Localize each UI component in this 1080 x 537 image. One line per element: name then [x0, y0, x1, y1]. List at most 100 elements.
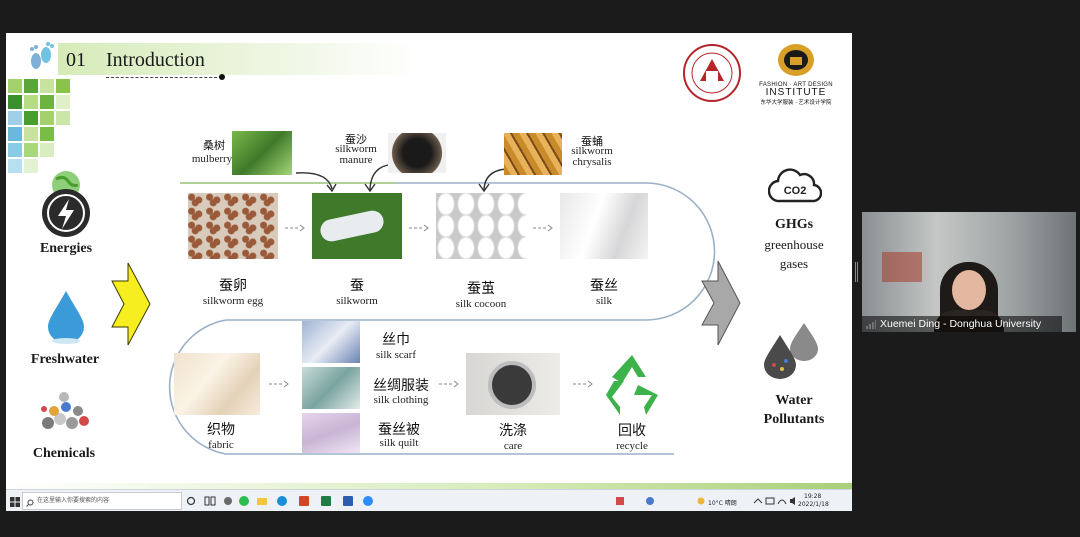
lightning-icon: [42, 189, 90, 237]
institute-line-1: FASHION · ART DESIGN: [759, 82, 833, 88]
source-manure-en-1: silkworm: [335, 143, 377, 155]
product-scarf-cn: 丝巾: [382, 332, 410, 348]
recycle-icon: [606, 355, 658, 415]
recycle-label-en: recycle: [616, 440, 648, 452]
polluted-water-drops-icon: [764, 323, 818, 379]
participant-face: [952, 270, 986, 310]
stage-label-silkworm-cn: 蚕: [350, 278, 364, 294]
clock-date[interactable]: 2022/1/18: [798, 501, 829, 508]
care-label-cn: 洗涤: [499, 423, 527, 439]
panel-resize-handle[interactable]: [855, 262, 858, 282]
input-arrow-icon: [111, 262, 151, 346]
product-clothing-en: silk clothing: [373, 394, 429, 406]
institute-emblem-icon: [778, 44, 814, 76]
source-chrysalis-en-1: silkworm: [571, 145, 613, 157]
system-tray-icons[interactable]: [752, 494, 798, 508]
silk-quilt-photo: [302, 413, 360, 453]
recycle-label-cn: 回收: [618, 423, 646, 439]
flow-arrow-icon: [533, 224, 553, 232]
output-arrow-icon: [701, 260, 741, 346]
co2-text: CO2: [784, 185, 807, 197]
care-label-en: care: [503, 440, 523, 452]
stage-label-egg-cn: 蚕卵: [219, 278, 247, 294]
slide-title: Introduction: [106, 49, 205, 71]
file-explorer-icon[interactable]: [256, 494, 268, 508]
windows-start-icon[interactable]: [10, 495, 20, 509]
powerpoint-icon[interactable]: [298, 494, 310, 508]
source-manure-en-2: manure: [339, 154, 373, 166]
video-background-object: [882, 252, 922, 282]
flow-arrow-icon: [285, 224, 305, 232]
silk-cocoon-photo: [436, 193, 526, 259]
flow-arrow-icon: [573, 380, 593, 388]
stage-label-silkworm-en: silkworm: [336, 295, 378, 307]
washing-machine-photo: [466, 353, 560, 415]
source-chrysalis-cn: 蚕蛹: [581, 135, 603, 148]
source-manure-cn: 蚕沙: [345, 133, 367, 146]
stage-label-silk-cn: 蚕丝: [590, 278, 618, 294]
cortana-icon[interactable]: [186, 494, 196, 508]
silkworm-chrysalis-photo: [504, 133, 562, 175]
wechat-icon[interactable]: [238, 494, 250, 508]
zoom-icon[interactable]: [362, 494, 374, 508]
stage-label-cocoon-en: silk cocoon: [455, 298, 507, 310]
participant-name: Xuemei Ding - Donghua University: [862, 316, 1062, 332]
silkworm-manure-photo: [388, 133, 446, 173]
silk-scarf-photo: [302, 321, 360, 363]
fashion-art-design-institute-logo: FASHION · ART DESIGN INSTITUTE 东华大学服装 · …: [751, 43, 841, 109]
output-ghg-title: GHGs: [774, 217, 814, 232]
input-label-chemicals: Chemicals: [32, 446, 96, 461]
process-flow-loop: [168, 164, 716, 455]
title-band: [58, 43, 418, 75]
output-water-line2: Pollutants: [763, 412, 825, 427]
silkworm-photo: [312, 193, 402, 259]
input-label-freshwater: Freshwater: [30, 352, 100, 367]
search-icon: [26, 499, 34, 507]
tray-app-icon[interactable]: [614, 494, 626, 508]
edge-browser-icon[interactable]: [276, 494, 288, 508]
slide-footer-band: [6, 483, 852, 489]
participant-video-tile[interactable]: Xuemei Ding - Donghua University: [862, 212, 1076, 332]
stage-label-silk-en: silk: [596, 295, 612, 307]
co2-cloud-icon: CO2: [768, 168, 822, 203]
tray-sync-icon[interactable]: [644, 494, 656, 508]
output-water-line1: Water: [775, 393, 813, 408]
product-scarf-en: silk scarf: [375, 349, 416, 361]
flow-arrow-icon: [409, 224, 429, 232]
input-label-energies: Energies: [39, 241, 93, 256]
product-clothing-cn: 丝绸服装: [373, 378, 429, 394]
excel-icon[interactable]: [320, 494, 332, 508]
mulberry-leaf-photo: [232, 131, 292, 175]
silk-photo: [560, 193, 648, 259]
footprint-logo-icon: [30, 42, 54, 69]
fabric-label-cn: 织物: [207, 422, 235, 438]
weather-text[interactable]: 10°C 晴朗: [708, 500, 737, 507]
chat-app-icon[interactable]: [222, 494, 234, 508]
windows-taskbar: 在这里输入你要搜索的内容 10°C 晴朗 19:28 2022/1/18: [6, 489, 852, 511]
source-mulberry-en: mulberry: [191, 153, 233, 165]
flow-arrow-icon: [439, 380, 459, 388]
institute-line-2: INSTITUTE: [765, 87, 827, 98]
silkworm-egg-photo: [188, 193, 278, 259]
fabric-label-en: fabric: [208, 439, 234, 451]
presentation-slide: 01 Introduction: [6, 33, 852, 489]
product-quilt-en: silk quilt: [379, 437, 419, 449]
institute-line-3: 东华大学服装 · 艺术设计学院: [760, 100, 832, 106]
clock-time[interactable]: 19:28: [804, 493, 822, 500]
output-ghg-line1: greenhouse: [764, 237, 824, 252]
stage-label-egg-en: silkworm egg: [202, 295, 264, 307]
title-dot: [219, 74, 225, 80]
flow-arrow-icon: [269, 380, 289, 388]
water-drop-icon: [48, 291, 84, 344]
slide-number: 01: [66, 49, 86, 71]
fabric-photo: [174, 353, 260, 415]
product-quilt-cn: 蚕丝被: [378, 422, 420, 438]
silk-clothing-photo: [302, 367, 360, 409]
taskbar-search-input[interactable]: 在这里输入你要搜索的内容: [22, 492, 182, 510]
green-mosaic-decoration: [6, 77, 84, 227]
word-icon[interactable]: [342, 494, 354, 508]
task-view-icon[interactable]: [204, 494, 216, 508]
output-ghg-line2: gases: [779, 256, 809, 271]
chemical-pile-icon: [41, 392, 89, 429]
